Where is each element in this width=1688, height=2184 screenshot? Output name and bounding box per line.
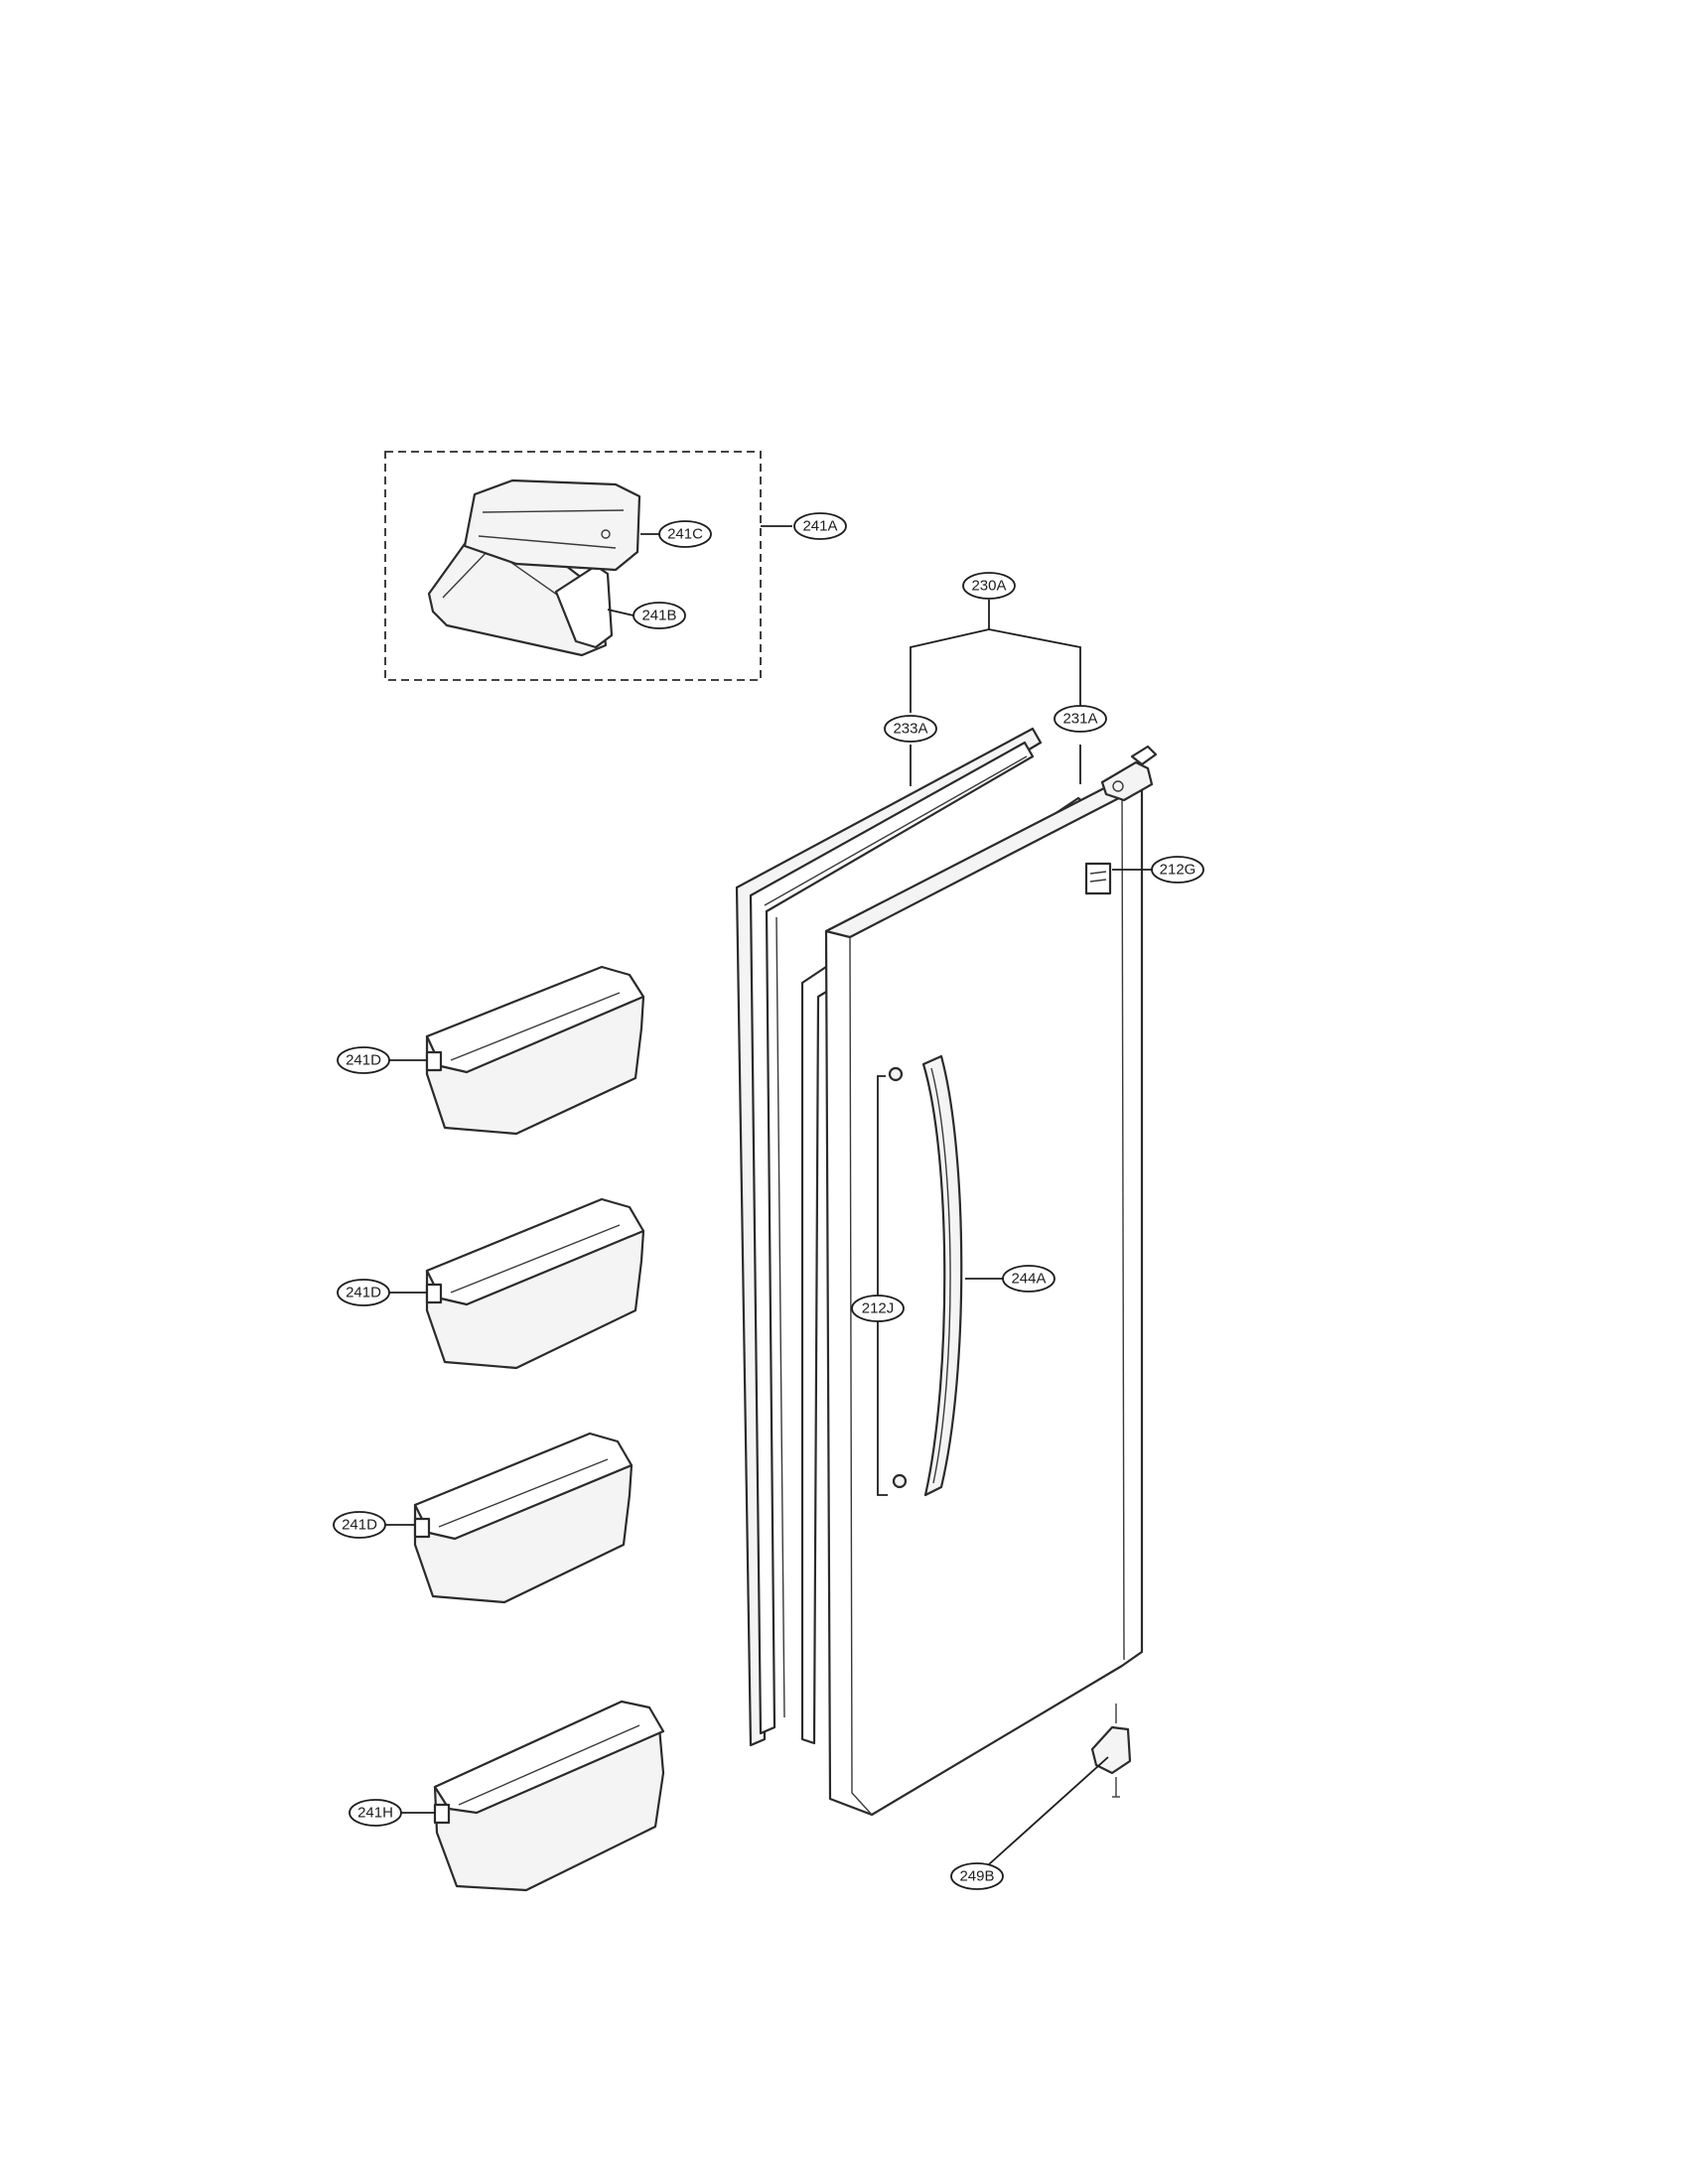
door-assembly-group bbox=[735, 600, 1158, 1865]
dairy-bin-assembly-group bbox=[384, 451, 792, 681]
door-handle bbox=[921, 1054, 1003, 1497]
door-bin-3 bbox=[385, 1432, 633, 1604]
door-gasket bbox=[735, 727, 1043, 1747]
dairy-bin-lid bbox=[463, 478, 641, 572]
callout-241C: 241C bbox=[658, 520, 712, 548]
callout-241D-2: 241D bbox=[337, 1279, 390, 1306]
callout-241A: 241A bbox=[793, 512, 847, 540]
callout-244A: 244A bbox=[1002, 1265, 1055, 1293]
door-bin-2 bbox=[389, 1197, 645, 1370]
bottom-hinge bbox=[988, 1704, 1132, 1865]
callout-label-241D-1: 241D bbox=[346, 1052, 381, 1069]
callout-212J: 212J bbox=[851, 1295, 905, 1322]
logo-badge bbox=[1084, 862, 1152, 895]
callout-label-230A: 230A bbox=[971, 578, 1006, 595]
door-panel bbox=[824, 778, 1144, 1817]
callout-label-241D-2: 241D bbox=[346, 1285, 381, 1301]
callout-label-241D-3: 241D bbox=[342, 1517, 377, 1534]
callout-label-241H: 241H bbox=[357, 1805, 393, 1822]
dairy-bin-assembly-box bbox=[384, 451, 762, 681]
callout-230A: 230A bbox=[962, 572, 1016, 600]
callout-label-231A: 231A bbox=[1062, 711, 1097, 728]
callout-label-241B: 241B bbox=[641, 608, 676, 624]
callout-233A: 233A bbox=[884, 715, 937, 743]
callout-241B: 241B bbox=[633, 602, 686, 629]
callout-label-212J: 212J bbox=[862, 1300, 895, 1317]
callout-label-241C: 241C bbox=[667, 526, 703, 543]
callout-241H: 241H bbox=[349, 1799, 402, 1827]
door-bin-1 bbox=[389, 965, 645, 1136]
callout-label-212G: 212G bbox=[1160, 862, 1196, 879]
callout-label-233A: 233A bbox=[893, 721, 927, 738]
callout-241D-1: 241D bbox=[337, 1046, 390, 1074]
door-bin-tall bbox=[401, 1700, 665, 1892]
callout-241D-3: 241D bbox=[333, 1511, 386, 1539]
callout-label-249B: 249B bbox=[959, 1868, 994, 1885]
callout-212G: 212G bbox=[1151, 856, 1204, 884]
handle-screws bbox=[877, 1066, 908, 1496]
callout-249B: 249B bbox=[950, 1862, 1004, 1890]
callout-label-244A: 244A bbox=[1011, 1271, 1046, 1288]
callout-231A: 231A bbox=[1054, 705, 1107, 733]
top-hinge-cap bbox=[1100, 745, 1158, 802]
callout-label-241A: 241A bbox=[802, 518, 837, 535]
